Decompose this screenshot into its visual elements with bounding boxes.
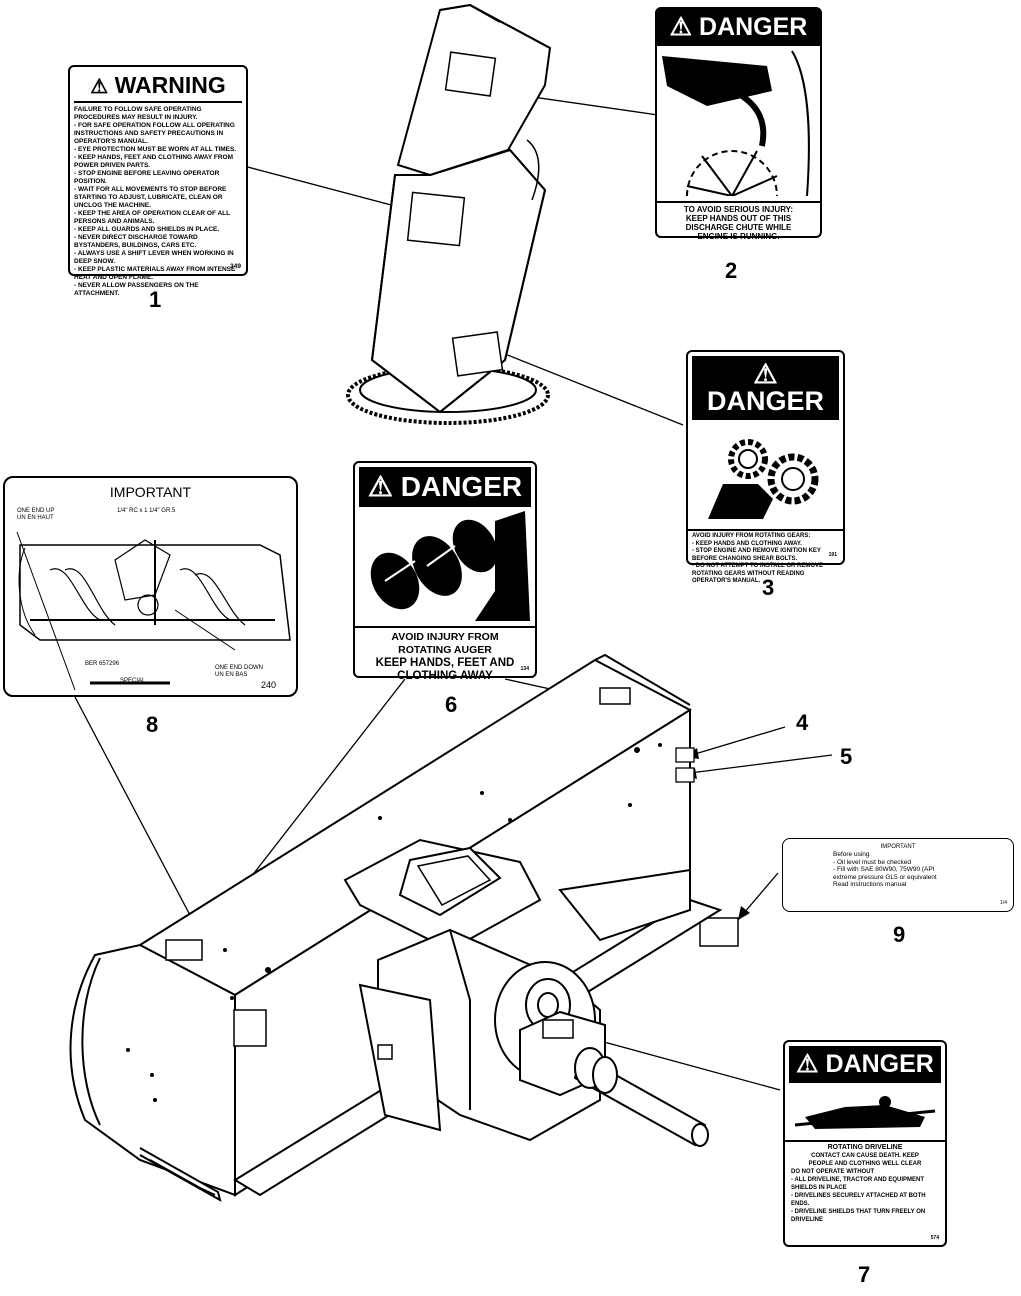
decal-7-line: DO NOT OPERATE WITHOUT — [791, 1169, 875, 1175]
decal-6-line: KEEP HANDS, FEET AND — [375, 657, 515, 669]
callout-1: 1 — [149, 287, 162, 312]
decal-2-line: DISCHARGE CHUTE WHILE — [685, 223, 792, 232]
decal-7-header: ⚠ DANGER — [789, 1046, 941, 1083]
decal-8-end-down-label: ONE END DOWN — [215, 665, 263, 671]
discharge-chute — [346, 3, 552, 425]
decal-6-line: AVOID INJURY FROM — [391, 631, 499, 643]
decal-6-header: ⚠ DANGER — [359, 467, 531, 507]
decal-1-line: - KEEP THE AREA OF OPERATION CLEAR OF AL… — [74, 210, 231, 225]
warning-icon: ⚠ — [367, 471, 393, 502]
decal-8-end-up: ONE END UP UN EN HAUT — [17, 508, 54, 522]
decal-1-line: - NEVER ALLOW PASSENGERS ON THE ATTACHME… — [74, 282, 199, 297]
decal-9-line: extreme pressure GL5 or equivalent — [833, 873, 937, 881]
decal-3-header: ⚠ DANGER — [692, 356, 839, 420]
decal-1-line: - KEEP HANDS, FEET AND CLOTHING AWAY FRO… — [74, 154, 234, 169]
decal-1-line: - ALWAYS USE A SHIFT LEVER WHEN WORKING … — [74, 250, 234, 265]
decal-9-code: 1/4 — [1000, 900, 1007, 906]
decal-9-line: - Fill with SAE 80W90, 75W90 (API — [833, 866, 935, 873]
decal-1-line: - KEEP ALL GUARDS AND SHIELDS IN PLACE. — [74, 226, 220, 233]
rivets — [126, 743, 662, 1102]
callout-6: 6 — [445, 692, 458, 717]
decal-6-text: AVOID INJURY FROM ROTATING AUGER KEEP HA… — [355, 626, 535, 683]
decal-2-header: ⚠ DANGER — [657, 9, 820, 46]
decal-3-pictogram — [708, 439, 819, 519]
decal-7-pictogram — [794, 1096, 936, 1129]
decal-6-line: ROTATING AUGER — [398, 644, 492, 656]
warning-icon: ⚠ — [796, 1050, 819, 1078]
decal-8-bolt: 1/4" RC x 1 1/4" GR.5 — [117, 508, 176, 514]
decal-7-line: - DRIVELINES SECURELY ATTACHED AT BOTH E… — [791, 1193, 926, 1207]
callout-9: 9 — [893, 922, 906, 947]
decal-9-line: Before using — [833, 851, 870, 858]
decal-3-line: - KEEP HANDS AND CLOTHING AWAY. — [692, 540, 802, 547]
decal-1-line: - NEVER DIRECT DISCHARGE TOWARD BYSTANDE… — [74, 234, 198, 249]
decal-1-warning: ⚠ WARNING FAILURE TO FOLLOW SAFE OPERATI… — [68, 65, 248, 297]
decal-7-line: PEOPLE AND CLOTHING WELL CLEAR — [808, 1161, 922, 1167]
decal-8-end-down: ONE END DOWN UN EN BAS — [215, 665, 263, 679]
warning-icon: ⚠ — [753, 359, 778, 389]
decal-2-line: TO AVOID SERIOUS INJURY: — [683, 205, 794, 214]
decal-3-danger: ⚠ DANGER AVOID INJURY FROM ROTATING GEAR… — [686, 350, 845, 584]
decal-2-pictogram — [662, 50, 810, 197]
blower-housing — [69, 653, 739, 1203]
decal-7-line: CONTACT CAN CAUSE DEATH. KEEP — [811, 1153, 919, 1159]
leader-line-5 — [681, 754, 833, 775]
decal-9-important: IMPORTANT Before using - Oil level must … — [782, 838, 1014, 912]
decal-1-line: FAILURE TO FOLLOW SAFE OPERATING PROCEDU… — [74, 106, 202, 121]
decal-1-code: 349 — [230, 263, 241, 270]
decal-6-code: 134 — [520, 666, 529, 672]
decal-7-line: - ALL DRIVELINE, TRACTOR AND EQUIPMENT S… — [791, 1177, 925, 1191]
decal-8-end-up-label: ONE END UP — [17, 508, 55, 514]
decal-3-text: AVOID INJURY FROM ROTATING GEARS: - KEEP… — [688, 529, 843, 588]
callout-7: 7 — [858, 1262, 871, 1287]
decal-1-line: - EYE PROTECTION MUST BE WORN AT ALL TIM… — [74, 146, 237, 153]
decal-7-line: - DRIVELINE SHIELDS THAT TURN FREELY ON … — [791, 1209, 926, 1223]
decal-7-text: ROTATING DRIVELINE CONTACT CAN CAUSE DEA… — [785, 1140, 945, 1226]
decal-3-line: - DO NOT ATTEMPT TO INSTALL OR REMOVE RO… — [692, 563, 823, 584]
decal-7-line: ROTATING DRIVELINE — [827, 1144, 903, 1151]
decal-6-line: CLOTHING AWAY — [397, 670, 493, 682]
warning-icon: ⚠ — [669, 13, 693, 41]
decal-7-danger: ⚠ DANGER ROTATING DRIVELINE CONTACT CAN … — [783, 1040, 947, 1247]
decal-2-danger: ⚠ DANGER TO AVOID SERIOUS INJURY: KEEP H… — [655, 7, 822, 241]
callout-8: 8 — [146, 712, 159, 737]
decal-8-important: IMPORTANT ONE END UP UN EN HAUT 1/4" RC … — [3, 476, 298, 697]
decal-1-line: - WAIT FOR ALL MOVEMENTS TO STOP BEFORE … — [74, 186, 227, 209]
decal-3-line: AVOID INJURY FROM ROTATING GEARS: — [692, 533, 811, 539]
leader-line-1 — [239, 164, 411, 211]
decal-2-text: TO AVOID SERIOUS INJURY: KEEP HANDS OUT … — [657, 201, 820, 241]
callout-2: 2 — [725, 258, 738, 283]
warning-icon: ⚠ — [90, 76, 109, 98]
decal-3-code: 191 — [828, 552, 837, 558]
decal-8-title: IMPORTANT — [109, 484, 192, 500]
decal-2-line: KEEP HANDS OUT OF THIS — [685, 214, 792, 223]
decal-8-pictogram — [16, 531, 291, 691]
decal-1-text: FAILURE TO FOLLOW SAFE OPERATING PROCEDU… — [74, 106, 242, 298]
decal-1-line: - STOP ENGINE BEFORE LEAVING OPERATOR PO… — [74, 170, 220, 185]
decal-6-danger: ⚠ DANGER AVOID INJURY FROM ROTATING AUGE… — [353, 461, 537, 682]
decal-8-code: 240 — [260, 680, 276, 690]
leader-line-3 — [489, 347, 684, 426]
decal-1-line: - FOR SAFE OPERATION FOLLOW ALL OPERATIN… — [74, 122, 235, 145]
callout-3: 3 — [762, 575, 775, 600]
decal-6-pictogram — [370, 511, 530, 621]
callout-4: 4 — [796, 710, 809, 735]
decal-8-end-up-fr: UN EN HAUT — [17, 515, 54, 521]
decal-1-header: ⚠ WARNING — [74, 71, 242, 103]
decal-7-code: 574 — [930, 1235, 939, 1241]
callout-5: 5 — [840, 744, 853, 769]
decal-9-line: - Oil level must be checked — [833, 858, 912, 866]
decal-8-end-down-fr: UN EN BAS — [215, 672, 248, 678]
decal-9-text: Before using - Oil level must be checked… — [833, 851, 1007, 889]
arrowhead-9 — [738, 906, 750, 920]
decal-2-line: ENGINE IS RUNNING. — [697, 232, 780, 241]
decal-9-line: Read instructions manual — [833, 881, 907, 888]
decal-9-title: IMPORTANT — [880, 844, 916, 850]
decal-8-part: BER 657296 — [85, 661, 120, 667]
leader-line-4 — [684, 726, 786, 758]
decal-8-special: SPECIAL — [120, 678, 146, 684]
decal-3-line: - STOP ENGINE AND REMOVE IGNITION KEY BE… — [692, 548, 821, 562]
decal-1-line: - KEEP PLASTIC MATERIALS AWAY FROM INTEN… — [74, 266, 236, 281]
